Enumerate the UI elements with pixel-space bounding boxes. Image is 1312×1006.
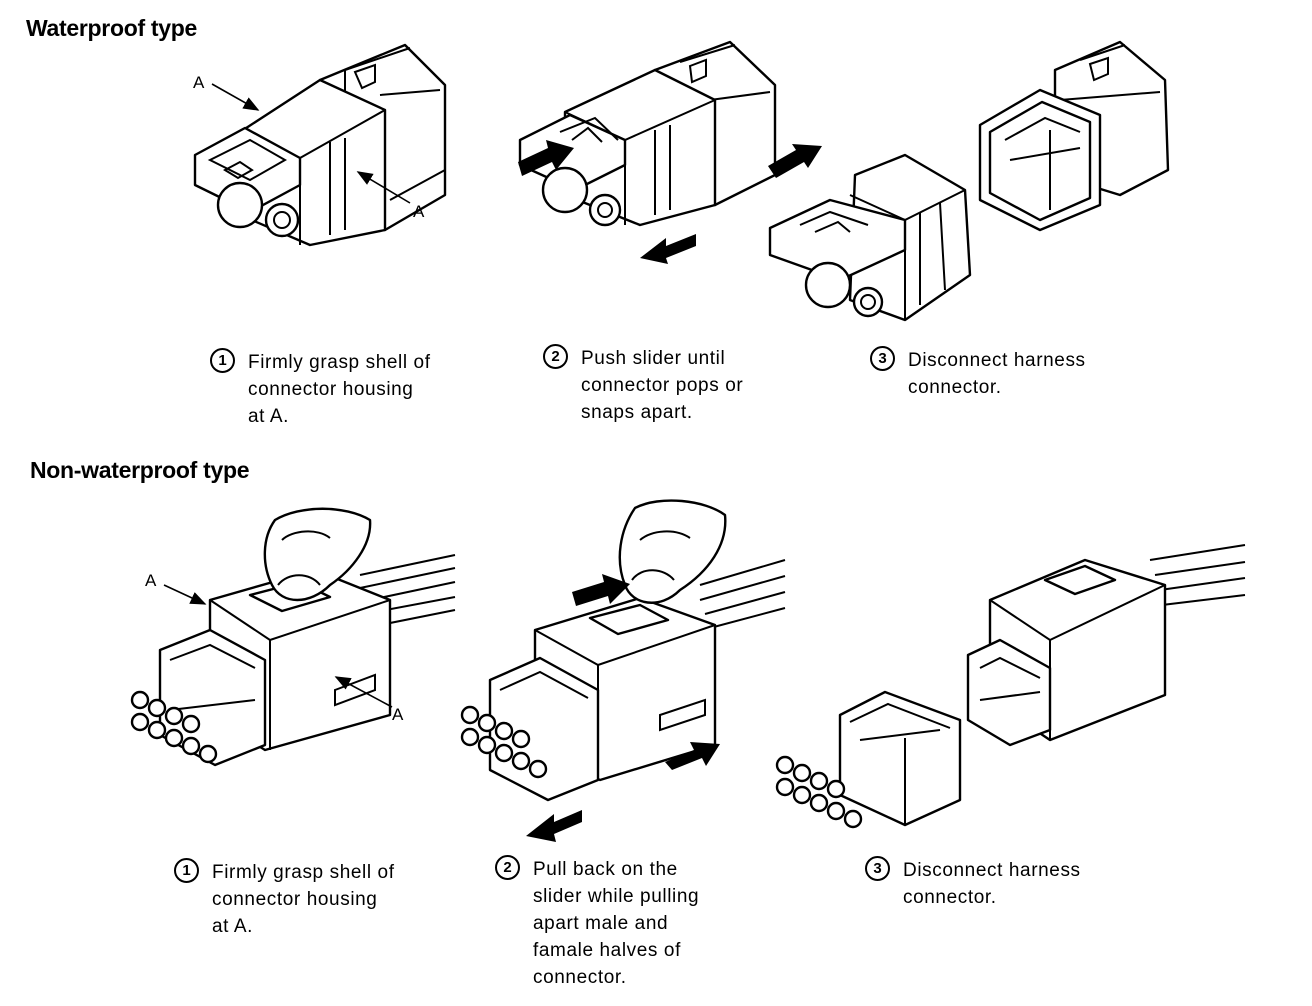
step-number-badge: 1	[174, 858, 199, 883]
label-a-top: A	[193, 73, 205, 92]
pull-arrow-icon	[640, 234, 696, 264]
pull-right-arrow-icon	[665, 742, 720, 770]
step-number-badge: 3	[870, 346, 895, 371]
step-instruction: Push slider until connector pops or snap…	[581, 348, 744, 423]
waterproof-male-half	[978, 40, 1170, 232]
hand-pulling-icon	[618, 499, 727, 604]
hand-grasping-icon	[263, 507, 372, 602]
separate-arrow-icon	[768, 144, 822, 178]
label-a-top-nw: A	[145, 571, 157, 590]
waterproof-step-1: 1 Firmly grasp shell of connector housin…	[210, 348, 431, 430]
step-instruction: Firmly grasp shell of connector housing …	[248, 352, 431, 427]
step-number-badge: 1	[210, 348, 235, 373]
pull-left-arrow-icon	[526, 810, 582, 842]
slider-back-arrow-icon	[572, 574, 630, 606]
label-a-side: A	[413, 202, 425, 221]
nonwaterproof-male-half	[838, 690, 962, 827]
step-number-badge: 2	[495, 855, 520, 880]
step-instruction: Disconnect harness connector.	[903, 860, 1081, 908]
nonwaterproof-pins-front-3	[775, 755, 863, 829]
nonwaterproof-female-half	[966, 544, 1246, 747]
step-instruction: Pull back on the slider while pulling ap…	[533, 859, 700, 988]
section-title-nonwaterproof: Non-waterproof type	[30, 457, 250, 483]
step-instruction: Firmly grasp shell of connector housing …	[212, 862, 395, 937]
waterproof-connector-slider-pushed	[518, 40, 777, 227]
waterproof-female-half	[768, 153, 972, 322]
step-instruction: Disconnect harness connector.	[908, 350, 1086, 398]
label-a-side-nw: A	[392, 705, 404, 724]
nonwaterproof-step-3: 3 Disconnect harness connector.	[865, 856, 1081, 911]
waterproof-connector-assembled	[193, 43, 447, 247]
section-title-waterproof: Waterproof type	[26, 15, 197, 41]
nonwaterproof-step-2: 2 Pull back on the slider while pulling …	[495, 855, 700, 991]
nonwaterproof-wires-rear-2	[699, 559, 786, 629]
nonwaterproof-wires-rear	[359, 554, 456, 626]
push-arrow-icon	[518, 140, 574, 176]
step-number-badge: 3	[865, 856, 890, 881]
nonwaterproof-pins-front	[130, 690, 218, 764]
waterproof-step-2: 2 Push slider until connector pops or sn…	[543, 344, 744, 426]
step-number-badge: 2	[543, 344, 568, 369]
nonwaterproof-step-1: 1 Firmly grasp shell of connector housin…	[174, 858, 395, 940]
waterproof-step-3: 3 Disconnect harness connector.	[870, 346, 1086, 401]
nonwaterproof-pins-front-2	[460, 705, 548, 779]
